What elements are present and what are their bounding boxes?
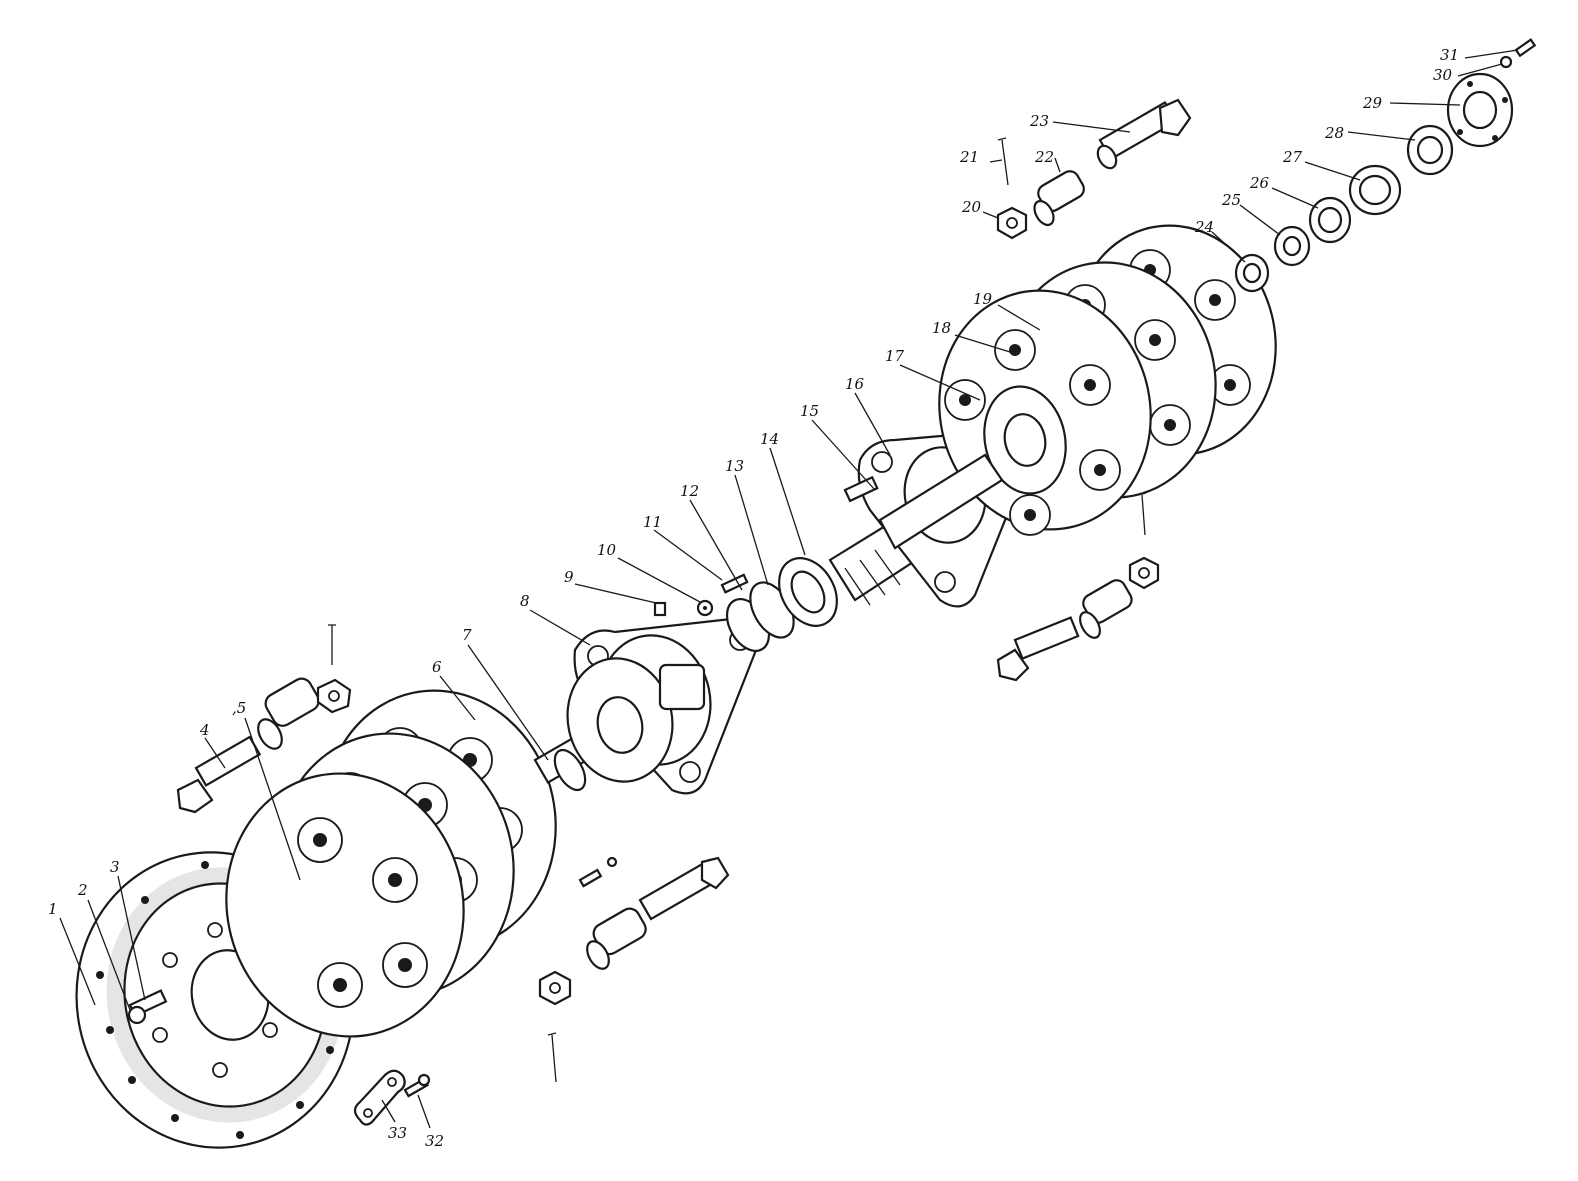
callout-11: 11 xyxy=(643,513,662,531)
callout-1: 1 xyxy=(48,900,58,918)
callout-24: 24 xyxy=(1194,218,1214,236)
callout-5: ,5 xyxy=(232,699,246,717)
bolt-part-4 xyxy=(176,735,262,814)
ring-part-28 xyxy=(1406,124,1454,176)
bolt-middle-lower xyxy=(638,856,730,921)
callout-8: 8 xyxy=(520,592,530,610)
cotter-pin-right-lower xyxy=(1137,492,1147,536)
callout-labels: 1 2 3 4 ,5 6 7 8 9 10 11 12 13 14 15 16 … xyxy=(48,46,1459,1150)
callout-32: 32 xyxy=(425,1132,444,1150)
bolt-right-lower xyxy=(996,616,1080,682)
callout-33: 33 xyxy=(388,1124,407,1142)
screw-middle-lower xyxy=(578,856,618,888)
callout-7: 7 xyxy=(462,626,472,644)
screw-part-31 xyxy=(1514,38,1537,58)
callout-30: 30 xyxy=(1433,66,1453,84)
bushing-part-5 xyxy=(257,677,320,750)
callout-25: 25 xyxy=(1221,191,1241,209)
bushing-part-22 xyxy=(1033,170,1085,227)
nut-part-25 xyxy=(1273,225,1311,267)
lock-washer-part-24 xyxy=(1234,253,1270,293)
bolt-part-23 xyxy=(1096,98,1192,170)
callout-9: 9 xyxy=(564,568,574,586)
bushing-right-lower xyxy=(1079,579,1133,639)
callout-16: 16 xyxy=(845,375,865,393)
callout-31: 31 xyxy=(1440,46,1459,64)
callout-13: 13 xyxy=(725,457,744,475)
yoke-flange-part-8 xyxy=(566,616,760,795)
callout-28: 28 xyxy=(1324,124,1344,142)
bolt-part-11 xyxy=(720,573,749,594)
cover-plate-part-29 xyxy=(1446,72,1514,148)
bolt-part-2-3 xyxy=(127,989,168,1025)
callout-26: 26 xyxy=(1249,174,1270,192)
cotter-pin-middle-lower xyxy=(547,1032,557,1083)
washer-part-10 xyxy=(696,599,714,617)
shaft-part-16-sleeve xyxy=(878,453,1004,550)
bushing-middle-lower xyxy=(586,907,647,970)
callout-2: 2 xyxy=(77,881,88,899)
callout-12: 12 xyxy=(680,482,699,500)
callout-21: 21 xyxy=(959,148,979,166)
callout-17: 17 xyxy=(885,347,905,365)
callout-22: 22 xyxy=(1034,148,1054,166)
callout-27: 27 xyxy=(1282,148,1303,166)
callout-15: 15 xyxy=(800,402,819,420)
screw-part-32 xyxy=(403,1073,431,1098)
callout-19: 19 xyxy=(973,290,993,308)
seal-ring-part-27 xyxy=(1348,164,1402,216)
callout-29: 29 xyxy=(1362,94,1383,112)
castle-nut-right-lower xyxy=(1128,556,1160,590)
castle-nut-part-20 xyxy=(996,206,1028,240)
callout-4: 4 xyxy=(199,721,210,739)
bearing-part-26 xyxy=(1308,196,1352,244)
cotter-pin-left-top xyxy=(328,624,336,665)
castle-nut-left-top xyxy=(316,678,352,714)
callout-18: 18 xyxy=(932,319,951,337)
callout-3: 3 xyxy=(110,858,120,876)
callout-14: 14 xyxy=(760,430,779,448)
callout-10: 10 xyxy=(597,541,617,559)
callout-20: 20 xyxy=(961,198,982,216)
leader-lines xyxy=(59,49,1519,1129)
cotter-pin-part-21 xyxy=(997,137,1009,186)
castle-nut-middle-lower xyxy=(538,970,572,1006)
washer-part-30 xyxy=(1499,55,1513,69)
callout-23: 23 xyxy=(1029,112,1049,130)
hub-part-17-front xyxy=(983,385,1067,495)
link-plate-part-33 xyxy=(353,1069,406,1126)
bearing-part-14 xyxy=(778,557,838,627)
grease-fitting-part-9 xyxy=(653,601,667,617)
callout-6: 6 xyxy=(432,658,442,676)
